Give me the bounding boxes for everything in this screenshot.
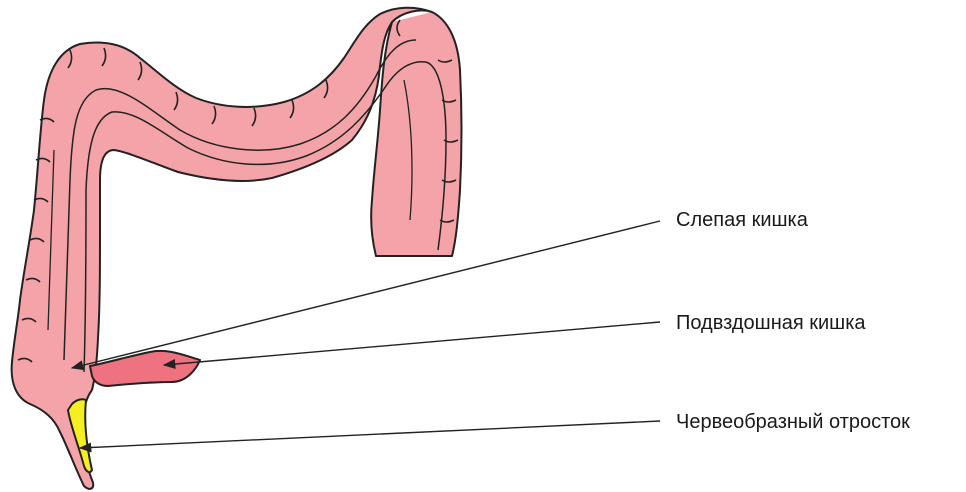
ileum-label: Подвздошная кишка bbox=[676, 313, 866, 333]
appendix-leader-line bbox=[80, 421, 660, 448]
ileum bbox=[90, 351, 200, 386]
ileum-leader-line bbox=[164, 322, 660, 365]
cecum-label: Слепая кишка bbox=[676, 210, 808, 230]
appendix-label: Червеобразный отросток bbox=[676, 412, 910, 432]
cecum-leader-line bbox=[72, 221, 660, 368]
